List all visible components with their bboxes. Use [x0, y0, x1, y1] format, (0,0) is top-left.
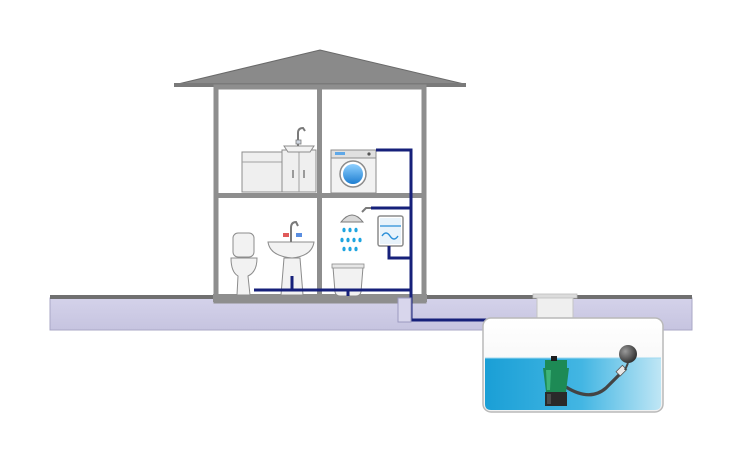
kitchen-cabinet-icon	[241, 149, 317, 193]
rainwater-tank	[482, 317, 664, 413]
toilet-icon	[230, 232, 258, 296]
washing-machine-icon	[330, 149, 377, 194]
water-heater-icon	[377, 215, 404, 247]
pipe-trench	[397, 297, 412, 323]
roof	[174, 49, 466, 87]
hose-connector	[615, 364, 628, 377]
shower-drops	[340, 227, 362, 252]
shower-icon	[339, 207, 371, 252]
submersible-pump-icon	[543, 356, 569, 406]
hose-icon	[565, 370, 624, 397]
sink-icon	[283, 126, 315, 153]
float-switch-icon	[619, 345, 637, 371]
